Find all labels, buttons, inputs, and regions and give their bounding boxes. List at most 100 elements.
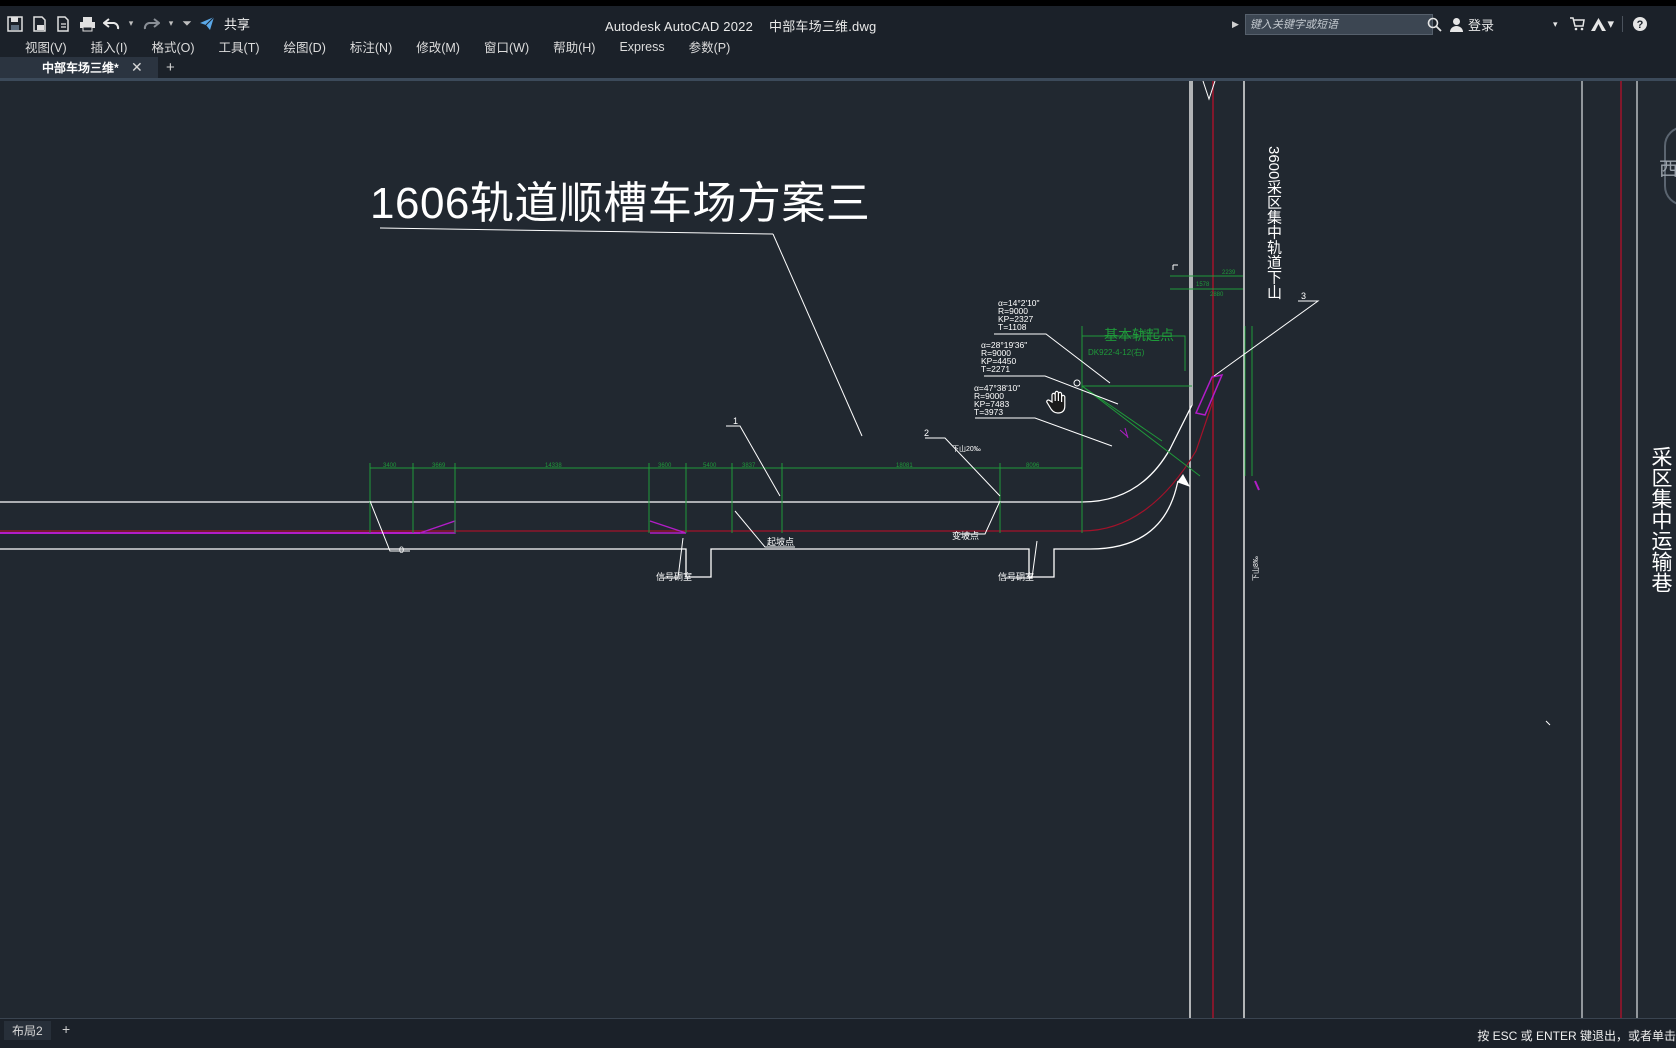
document-tab[interactable]: 中部车场三维* ✕ [0, 57, 158, 78]
small-markers [1119, 81, 1551, 726]
svg-text:?: ? [1637, 19, 1644, 31]
layout-tab[interactable]: 布局2 [4, 1021, 51, 1040]
curve-3-t: T=3973 [974, 407, 1003, 417]
login-button[interactable]: 登录 [1468, 18, 1495, 33]
dimension-lines [369, 275, 1253, 533]
drawing-svg: 3400 3669 14338 3600 5400 3837 18081 809… [0, 81, 1638, 1018]
menu-bar: 视图(V) 插入(I) 格式(O) 工具(T) 绘图(D) 标注(N) 修改(M… [0, 36, 1676, 57]
point-label-1: 1 [733, 416, 738, 426]
drawing-canvas[interactable]: 3400 3669 14338 3600 5400 3837 18081 809… [0, 81, 1676, 1018]
dim-label: 14338 [545, 463, 562, 469]
menu-modify[interactable]: 修改(M) [416, 41, 460, 55]
curve-3-alpha: α=47°38'10" [974, 383, 1020, 393]
customize-icon[interactable]: ⏷ [182, 16, 192, 30]
app-dropdown-icon[interactable]: ▾ [1607, 16, 1615, 31]
account-area: 登录 [1425, 15, 1494, 34]
user-icon[interactable] [1447, 16, 1465, 34]
window-title: Autodesk AutoCAD 2022 中部车场三维.dwg [605, 16, 877, 35]
share-button[interactable]: 共享 [224, 17, 251, 32]
redo-icon[interactable] [142, 15, 160, 33]
help-icon[interactable]: ? [1631, 15, 1649, 33]
search-area: ▶ [1232, 14, 1433, 35]
share-icon[interactable] [198, 15, 216, 33]
main-tunnel [0, 81, 1245, 1018]
curve-1-t: T=1108 [998, 322, 1027, 332]
title-tools: ▾ ▾ ? [1553, 15, 1649, 33]
expand-arrow-icon[interactable]: ▶ [1232, 19, 1239, 29]
menu-dimension[interactable]: 标注(N) [349, 41, 393, 55]
app-name: Autodesk AutoCAD 2022 [605, 19, 754, 34]
slope-down-2-label: 下山8‰ [1251, 556, 1260, 581]
curve-2-radius: R=9000 [981, 348, 1011, 358]
autodesk-app-icon[interactable] [1590, 15, 1608, 33]
point-label-2: 2 [924, 428, 929, 438]
login-dropdown-icon[interactable]: ▾ [1553, 18, 1558, 29]
search-icon[interactable] [1425, 16, 1443, 34]
search-input[interactable] [1244, 14, 1433, 35]
save-as-icon[interactable] [6, 15, 24, 33]
menu-tools[interactable]: 工具(T) [218, 41, 260, 55]
undo-dropdown-icon[interactable]: ▾ [128, 18, 134, 28]
dim-label: 3837 [742, 463, 756, 469]
close-tab-icon[interactable]: ✕ [131, 59, 143, 75]
file-name: 中部车场三维.dwg [769, 19, 877, 34]
centerlines [0, 81, 1638, 1018]
menu-parameters[interactable]: 参数(P) [688, 41, 731, 55]
status-hint: 按 ESC 或 ENTER 键退出，或者单击 [1477, 1029, 1676, 1043]
curve-1-alpha: α=14°2'10" [998, 298, 1040, 308]
dimension-text: 3400 3669 14338 3600 5400 3837 18081 809… [383, 270, 1236, 469]
dim-label: 8096 [1026, 463, 1040, 469]
layout-status-bar: 布局2 + 按 ESC 或 ENTER 键退出，或者单击 [0, 1018, 1676, 1048]
haulage-roadway-vertical-label: 采区集中运输巷 [1649, 446, 1672, 593]
curve-3-radius: R=9000 [974, 391, 1004, 401]
document-tab-bar: 中部车场三维* ✕ + [0, 57, 1676, 81]
curve-data-text: α=14°2'10" R=9000 KP=2327 T=1108 α=28°19… [974, 298, 1040, 417]
dim-label: 2239 [1222, 270, 1236, 276]
point-label-0: 0 [399, 545, 404, 555]
menu-view[interactable]: 视图(V) [25, 41, 67, 55]
curve-3-kp: KP=7483 [974, 399, 1009, 409]
save-icon[interactable] [30, 15, 48, 33]
new-tab-button[interactable]: + [166, 59, 175, 76]
dim-label: 18081 [896, 463, 913, 469]
dim-label: 3600 [658, 463, 672, 469]
menu-format[interactable]: 格式(O) [151, 41, 195, 55]
signal-room-1-label: 信号硐室 [656, 571, 692, 582]
dim-label: 3669 [432, 463, 446, 469]
menu-draw[interactable]: 绘图(D) [283, 41, 326, 55]
add-layout-button[interactable]: + [62, 1021, 71, 1037]
curve-2-t: T=2271 [981, 364, 1010, 374]
start-point-label: 基本轨起点 [1104, 327, 1174, 343]
dim-label: 1578 [1196, 282, 1210, 288]
title-leader [379, 227, 863, 437]
pan-hand-cursor-icon [1046, 390, 1066, 414]
dim-label: 5400 [703, 463, 717, 469]
undo-icon[interactable] [102, 15, 120, 33]
cart-icon[interactable] [1568, 15, 1586, 33]
switch-label: DK922-4-12(右) [1088, 347, 1145, 357]
menu-help[interactable]: 帮助(H) [553, 41, 596, 55]
dim-label: 3807 [1140, 330, 1154, 336]
menu-express[interactable]: Express [619, 39, 665, 54]
curve-2-kp: KP=4450 [981, 356, 1016, 366]
signal-room-2-label: 信号硐室 [998, 571, 1034, 582]
menu-window[interactable]: 窗口(W) [483, 41, 530, 55]
curve-1-radius: R=9000 [998, 306, 1028, 316]
plot-icon[interactable] [78, 15, 96, 33]
menu-insert[interactable]: 插入(I) [90, 41, 128, 55]
dim-label: 3400 [383, 463, 397, 469]
curve-2-alpha: α=28°19'36" [981, 340, 1027, 350]
viewcube-west-label[interactable]: 西 [1659, 159, 1676, 180]
change-slope-label: 变坡点 [952, 530, 979, 541]
curve-1-kp: KP=2327 [998, 314, 1033, 324]
quick-access-toolbar: ▾ ▾ ⏷ 共享 [6, 14, 250, 33]
open-icon[interactable] [54, 15, 72, 33]
raise-point-label: 起坡点 [767, 536, 794, 547]
redo-dropdown-icon[interactable]: ▾ [168, 18, 174, 28]
annotations: 0 1 2 3 起坡点 变坡点 信号硐室 信号硐室 下山20‰ 下山8‰ [399, 291, 1306, 582]
title-bar: ▾ ▾ ⏷ 共享 Autodesk AutoCAD 2022 中部车场三维.dwg… [0, 0, 1676, 36]
drawing-title: 1606轨道顺槽车场方案三 [370, 179, 871, 228]
incline-vertical-label: 3600采区集中轨道下山 [1265, 146, 1282, 300]
dim-label: 2880 [1210, 292, 1224, 298]
document-tab-label: 中部车场三维* [42, 61, 119, 75]
